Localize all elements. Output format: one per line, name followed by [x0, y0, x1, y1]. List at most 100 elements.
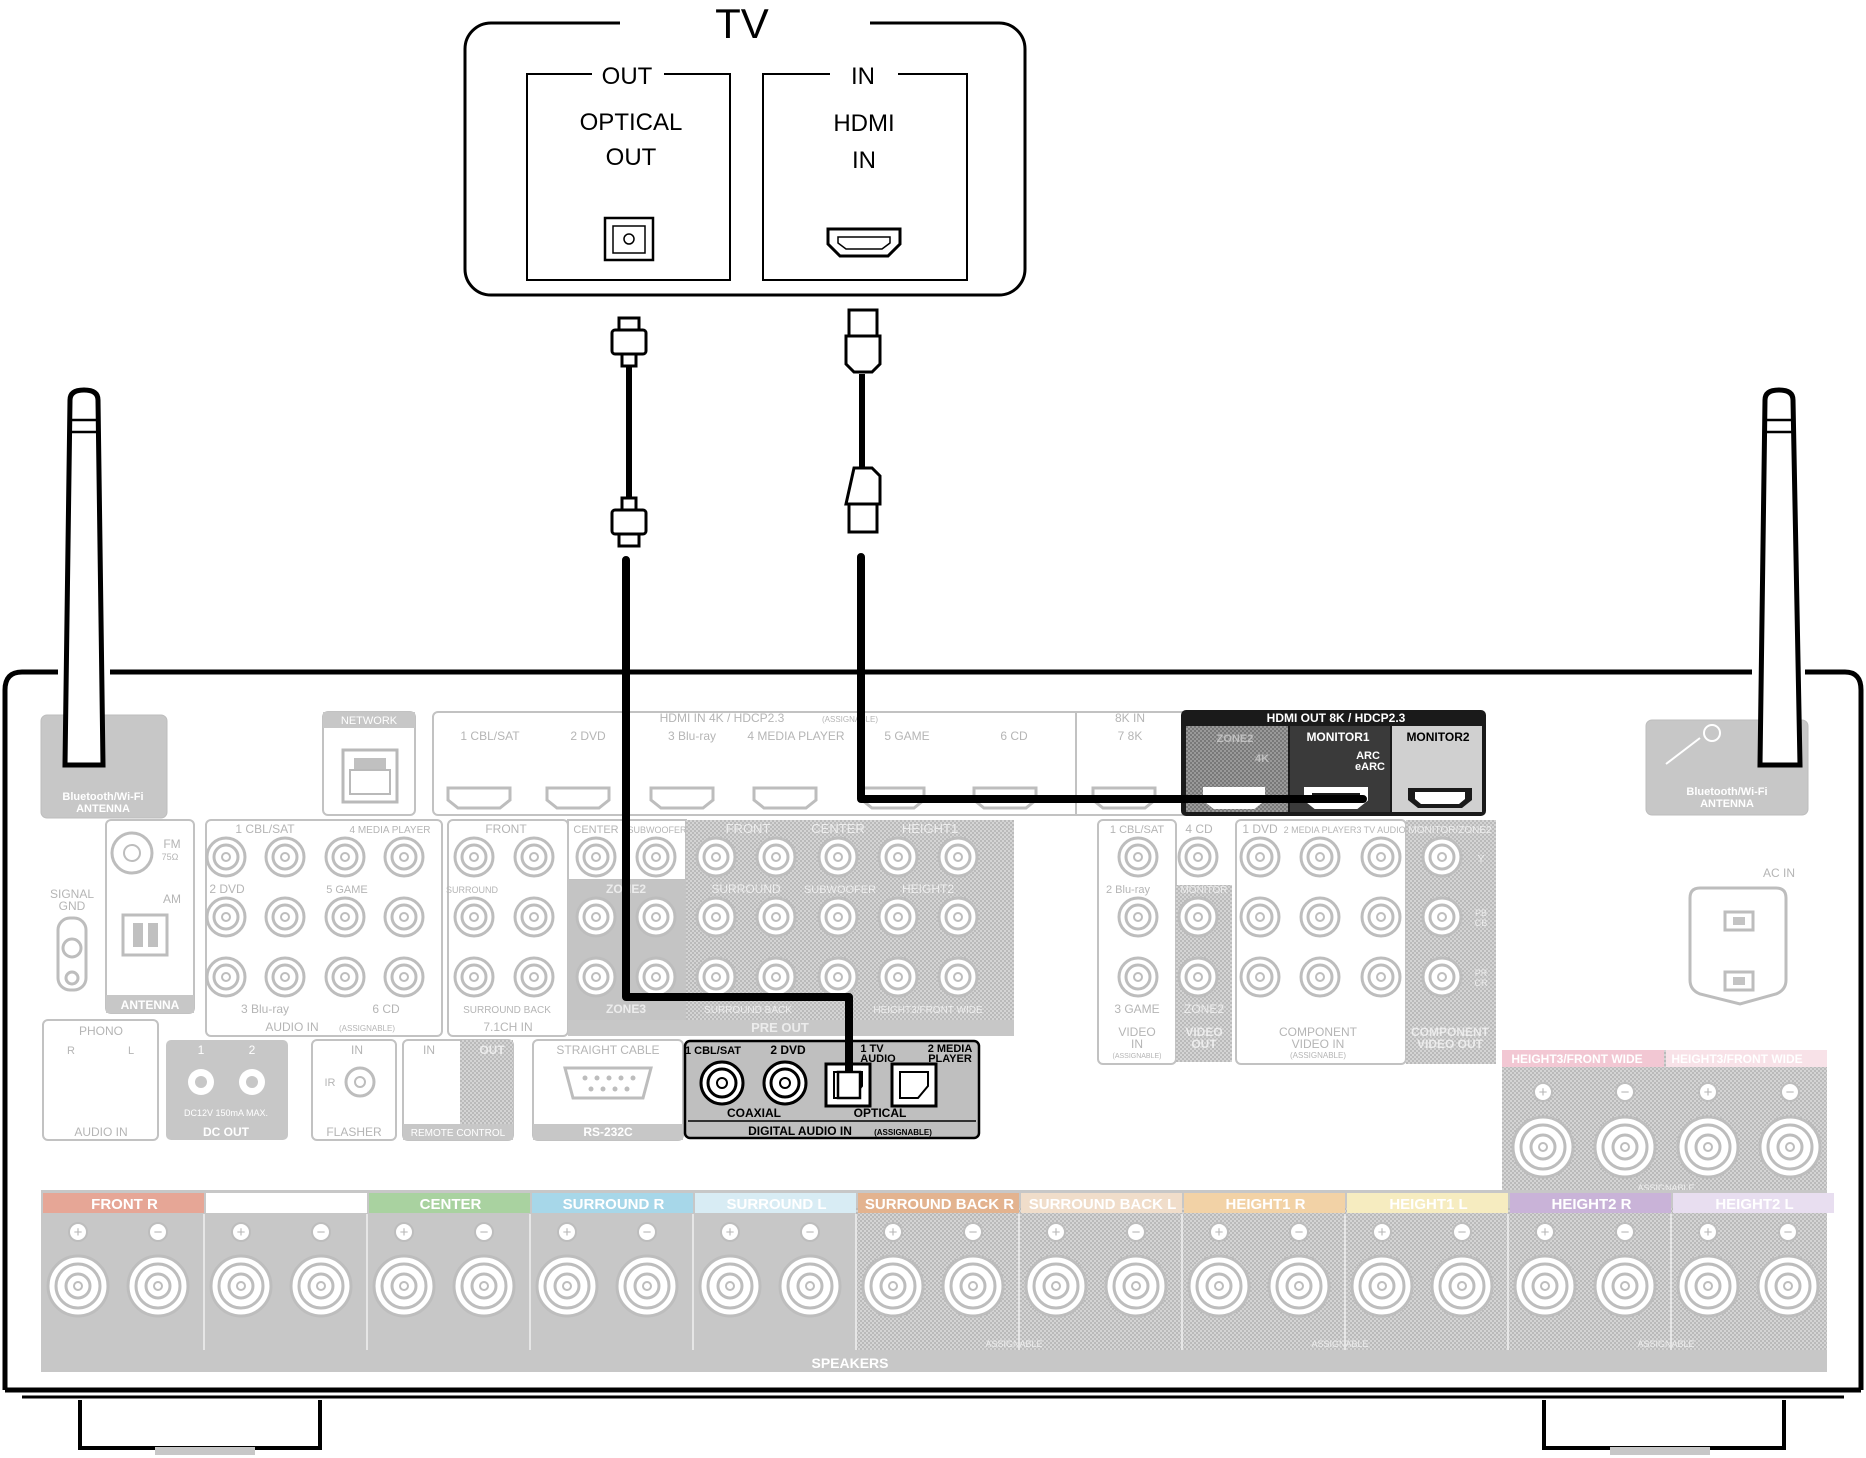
- rca-jack: [264, 896, 306, 938]
- speaker-label: HEIGHT1 L: [1389, 1196, 1467, 1213]
- binding-post: [1511, 1115, 1575, 1179]
- am-label: AM: [163, 892, 181, 906]
- rca-jack: [575, 896, 617, 938]
- rca-jack: [264, 956, 306, 998]
- flasher-label: FLASHER: [326, 1125, 382, 1139]
- height3-assignable-label: ASSIGNABLE: [1637, 1183, 1694, 1193]
- pre-out-height3-label: HEIGHT3/FRONT WIDE: [873, 1005, 983, 1016]
- rca-jack: [695, 896, 737, 938]
- audio-in-title: AUDIO IN: [265, 1020, 318, 1034]
- svg-text:+: +: [1704, 1084, 1713, 1101]
- audio-in-assignable: (ASSIGNABLE): [339, 1024, 395, 1033]
- polarity-mark: +: [1046, 1222, 1066, 1242]
- svg-text:−: −: [1784, 1224, 1793, 1241]
- ch71-surround-back-label: SURROUND BACK: [463, 1005, 551, 1016]
- binding-post: [1024, 1254, 1088, 1318]
- rca-jack: [635, 956, 677, 998]
- rs232c-section: STRAIGHT CABLE RS-232C: [532, 1039, 684, 1141]
- binding-post: [372, 1254, 436, 1318]
- component-section: 1 DVD 2 MEDIA PLAYER 3 TV AUDIO MONITOR/…: [1235, 819, 1496, 1065]
- polarity-mark: +: [1698, 1222, 1718, 1242]
- component-out-y: Y: [1478, 854, 1485, 865]
- tv-optical-label-2: OUT: [606, 144, 657, 171]
- binding-post: [535, 1254, 599, 1318]
- binding-post: [46, 1254, 110, 1318]
- ethernet-port-icon: [341, 748, 399, 804]
- tv-hdmi-label-1: HDMI: [833, 110, 894, 137]
- serial-port-icon: [563, 1066, 653, 1100]
- rca-jack: [1421, 836, 1463, 878]
- rca-jack: [383, 956, 425, 998]
- speaker-label: SURROUND BACK L: [1029, 1196, 1177, 1213]
- speakers-section: SPEAKERS ASSIGNABLE ASSIGNABLE ASSIGNABL…: [41, 1082, 1834, 1372]
- audio-in-label-3: 3 Blu-ray: [241, 1002, 289, 1016]
- video-label-monitor: MONITOR: [1180, 885, 1227, 896]
- svg-text:+: +: [889, 1224, 898, 1241]
- rca-jack: [937, 836, 979, 878]
- rca-jack: [205, 956, 247, 998]
- component-label-2: 2 MEDIA PLAYER: [1284, 825, 1357, 835]
- binding-post: [1267, 1254, 1331, 1318]
- optical-plug-bottom: [610, 496, 648, 548]
- rca-jack: [1421, 956, 1463, 998]
- rca-jack: [575, 956, 617, 998]
- component-out-label-2: VIDEO OUT: [1417, 1037, 1484, 1051]
- hdmi-port-icon: [826, 227, 902, 258]
- video-in-label-3: (ASSIGNABLE): [1112, 1053, 1161, 1060]
- rca-jack: [1421, 896, 1463, 938]
- receiver-body: [2, 669, 1864, 1455]
- polarity-mark: +: [1372, 1222, 1392, 1242]
- svg-text:−: −: [969, 1224, 978, 1241]
- polarity-mark: +: [557, 1222, 577, 1242]
- binding-post: [1513, 1254, 1577, 1318]
- remote-control-label: REMOTE CONTROL: [411, 1128, 506, 1139]
- rca-jack: [1117, 896, 1159, 938]
- ac-in-section: AC IN: [1688, 866, 1795, 1006]
- rca-jack: [817, 896, 859, 938]
- left-antenna-label-2: ANTENNA: [76, 803, 130, 815]
- svg-text:−: −: [1458, 1224, 1467, 1241]
- hdmi-cable: [844, 308, 1367, 803]
- remote-in-label: IN: [423, 1043, 435, 1057]
- hdmi-out-earc: eARC: [1355, 761, 1385, 773]
- signal-gnd-label-2: GND: [59, 899, 86, 913]
- binding-post: [1593, 1254, 1657, 1318]
- svg-text:−: −: [1786, 1084, 1795, 1101]
- binding-post: [1187, 1254, 1251, 1318]
- binding-post: [452, 1254, 516, 1318]
- rca-jack: [1299, 956, 1341, 998]
- rca-jack: [937, 956, 979, 998]
- hdmi-in-label: HDMI IN 4K / HDCP2.3: [660, 711, 785, 725]
- digital-port-3-label-2: AUDIO: [860, 1053, 896, 1065]
- straight-cable-label: STRAIGHT CABLE: [556, 1043, 659, 1057]
- svg-text:−: −: [1621, 1084, 1630, 1101]
- rca-jack: [1117, 956, 1159, 998]
- svg-text:+: +: [74, 1224, 83, 1241]
- rca-jack: [575, 836, 617, 878]
- tv-device: TV OUT OPTICAL OUT IN HDMI IN: [463, 0, 1027, 297]
- speaker-label: HEIGHT1 R: [1225, 1196, 1305, 1213]
- hdmi-input-7: 7 8K: [1118, 729, 1143, 743]
- svg-text:−: −: [154, 1224, 163, 1241]
- speaker-label: SURROUND BACK R: [865, 1196, 1014, 1213]
- dc-out-port-2: 2: [249, 1043, 256, 1057]
- digital-audio-in-section: 1 CBL/SAT 2 DVD 1 TV AUDIO 2 MEDIA PLAYE…: [683, 1039, 981, 1140]
- pre-out-surround-back-label: SURROUND BACK: [704, 1005, 792, 1016]
- binding-post: [1758, 1115, 1822, 1179]
- pre-out-title: PRE OUT: [751, 1020, 809, 1035]
- digital-port-4-label-1: 2 MEDIA: [928, 1043, 973, 1055]
- svg-text:+: +: [1052, 1224, 1061, 1241]
- binding-post: [126, 1254, 190, 1318]
- speaker-label: HEIGHT2 L: [1715, 1196, 1793, 1213]
- digital-port-4-label-2: PLAYER: [928, 1053, 972, 1065]
- svg-text:+: +: [1704, 1224, 1713, 1241]
- component-label-monitor: MONITOR/ZONE2: [1408, 825, 1492, 836]
- binding-post: [615, 1254, 679, 1318]
- pre-out-center-label: CENTER: [573, 824, 618, 836]
- rca-jack: [1239, 836, 1281, 878]
- polarity-mark: +: [1209, 1222, 1229, 1242]
- polarity-mark: +: [883, 1222, 903, 1242]
- component-label-1: 1 DVD: [1242, 822, 1278, 836]
- signal-gnd-label-1: SIGNAL: [50, 887, 94, 901]
- rca-jack: [453, 836, 495, 878]
